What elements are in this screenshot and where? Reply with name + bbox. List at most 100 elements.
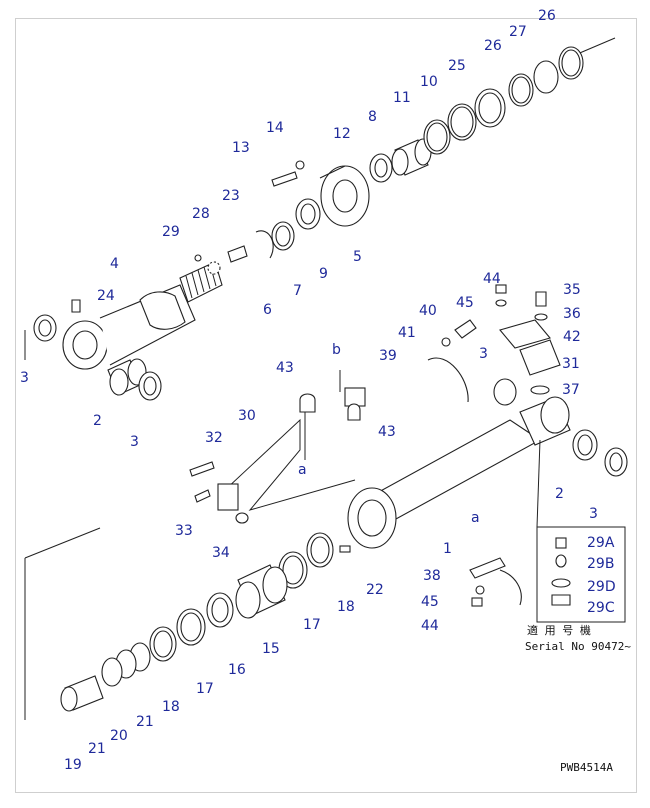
pipe-flange-b bbox=[344, 387, 366, 407]
part-29D bbox=[551, 578, 571, 588]
snap-ring-6 bbox=[255, 230, 274, 259]
frame-edge-bottom-left bbox=[24, 527, 101, 559]
ring-28 bbox=[207, 261, 221, 275]
callout-8: 8 bbox=[368, 109, 377, 125]
callout-11: 11 bbox=[393, 90, 411, 106]
callout-42: 42 bbox=[563, 329, 581, 345]
callout-30: 30 bbox=[238, 408, 256, 424]
callout-a1: a bbox=[298, 462, 307, 478]
callout-34: 34 bbox=[212, 545, 230, 561]
ring-27 bbox=[533, 60, 559, 94]
callout-20: 20 bbox=[110, 728, 128, 744]
callout-19: 19 bbox=[64, 757, 82, 773]
callout-26b: 26 bbox=[484, 38, 502, 54]
washer-36 bbox=[534, 313, 548, 321]
callout-9: 9 bbox=[319, 266, 328, 282]
cylinder-tube-assembly bbox=[189, 284, 628, 607]
callout-17a: 17 bbox=[303, 617, 321, 633]
callout-45b: 45 bbox=[421, 594, 439, 610]
callout-26a: 26 bbox=[538, 8, 556, 24]
callout-43b: 43 bbox=[378, 424, 396, 440]
callout-3a: 3 bbox=[20, 370, 29, 386]
callout-32: 32 bbox=[205, 430, 223, 446]
screw-23 bbox=[227, 245, 248, 263]
callout-45a: 45 bbox=[456, 295, 474, 311]
callout-3c: 3 bbox=[479, 346, 488, 362]
callout-37: 37 bbox=[562, 382, 580, 398]
inset-29-detail bbox=[536, 439, 626, 623]
callout-29: 29 bbox=[162, 224, 180, 240]
callout-10: 10 bbox=[420, 74, 438, 90]
pipe-flange-a bbox=[217, 483, 239, 511]
callout-31: 31 bbox=[562, 356, 580, 372]
part-29A bbox=[555, 537, 567, 549]
drawing-code: PWB4514A bbox=[560, 761, 613, 774]
callout-4: 4 bbox=[110, 256, 119, 272]
callout-36: 36 bbox=[563, 306, 581, 322]
washer-45b bbox=[475, 585, 485, 595]
pipe-30 bbox=[224, 418, 356, 511]
rod-eye-bore bbox=[72, 330, 98, 360]
callout-29D: 29D bbox=[587, 579, 616, 595]
washer-45 bbox=[495, 299, 507, 307]
clip-43-a bbox=[299, 393, 316, 413]
callout-7: 7 bbox=[293, 283, 302, 299]
callout-29B: 29B bbox=[587, 556, 614, 572]
callout-17b: 17 bbox=[196, 681, 214, 697]
piston-rod-assembly bbox=[33, 46, 584, 401]
bolt-13 bbox=[271, 171, 298, 187]
ring-21b bbox=[101, 657, 123, 687]
frame-edge-top-right bbox=[574, 37, 616, 56]
seal-3-mid bbox=[493, 378, 517, 406]
nut-44 bbox=[495, 284, 507, 294]
clip-43-b bbox=[347, 403, 361, 421]
inset-box bbox=[536, 526, 626, 623]
serial-label-line2: Serial No 90472~ bbox=[525, 640, 631, 653]
callout-5: 5 bbox=[353, 249, 362, 265]
callout-15: 15 bbox=[262, 641, 280, 657]
bolt-33 bbox=[194, 489, 211, 503]
callout-16: 16 bbox=[228, 662, 246, 678]
callout-6: 6 bbox=[263, 302, 272, 318]
bolt-32 bbox=[189, 461, 215, 477]
part-29 bbox=[194, 254, 202, 262]
callout-14: 14 bbox=[266, 120, 284, 136]
callout-3d: 3 bbox=[589, 506, 598, 522]
callout-3b: 3 bbox=[130, 434, 139, 450]
callout-39: 39 bbox=[379, 348, 397, 364]
part-22 bbox=[339, 545, 351, 553]
callout-43a: 43 bbox=[276, 360, 294, 376]
callout-2a: 2 bbox=[93, 413, 102, 429]
piston-assembly bbox=[60, 532, 334, 712]
block-31 bbox=[519, 339, 561, 376]
callout-24: 24 bbox=[97, 288, 115, 304]
callout-44b: 44 bbox=[421, 618, 439, 634]
callout-35: 35 bbox=[563, 282, 581, 298]
callout-29C: 29C bbox=[587, 600, 615, 616]
oring-37 bbox=[530, 385, 550, 395]
rod-collar bbox=[139, 291, 186, 330]
callout-13: 13 bbox=[232, 140, 250, 156]
callout-2b: 2 bbox=[555, 486, 564, 502]
callout-18a: 18 bbox=[337, 599, 355, 615]
oring-34 bbox=[235, 512, 249, 524]
callout-21b: 21 bbox=[88, 741, 106, 757]
nut-44b bbox=[471, 597, 483, 607]
callout-25: 25 bbox=[448, 58, 466, 74]
clamp-39 bbox=[427, 357, 469, 403]
bolt-40 bbox=[454, 319, 477, 339]
callout-21a: 21 bbox=[136, 714, 154, 730]
callout-labels: 26 27 26 25 10 11 8 12 14 13 23 28 29 4 … bbox=[20, 8, 616, 773]
serial-label-line1: 適 用 号 機 bbox=[527, 623, 591, 637]
part-29B bbox=[555, 554, 567, 568]
callout-22: 22 bbox=[366, 582, 384, 598]
callout-b: b bbox=[332, 342, 341, 358]
callout-23: 23 bbox=[222, 188, 240, 204]
washer-14 bbox=[295, 160, 305, 170]
grease-fitting bbox=[71, 299, 81, 313]
part-29C bbox=[551, 594, 571, 606]
callout-18b: 18 bbox=[162, 699, 180, 715]
callout-27: 27 bbox=[509, 24, 527, 40]
callout-1: 1 bbox=[443, 541, 452, 557]
